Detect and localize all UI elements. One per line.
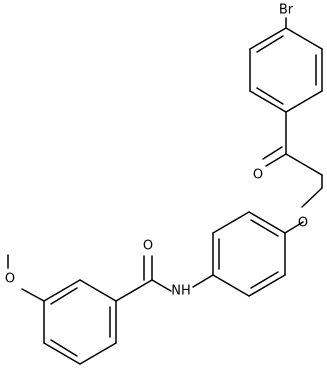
keto-ether-linker: [262, 111, 323, 208]
ketone-oxygen-label: O: [253, 168, 263, 183]
bromophenyl-ring: [249, 27, 323, 113]
phenylene-ring: [212, 211, 286, 297]
methoxyphenyl-ring: [43, 279, 117, 365]
methoxy-group: [7, 254, 45, 302]
methoxy-oxygen-label: O: [5, 272, 15, 287]
amide-oxygen-label: O: [143, 239, 153, 254]
bond-ring-to-ether-o: [284, 221, 304, 234]
amide-linkage: [115, 255, 214, 302]
bromine-atom-label: Br: [279, 3, 294, 18]
ether-oxygen-label: O: [298, 216, 308, 231]
amide-nh-label: NH: [171, 284, 191, 299]
